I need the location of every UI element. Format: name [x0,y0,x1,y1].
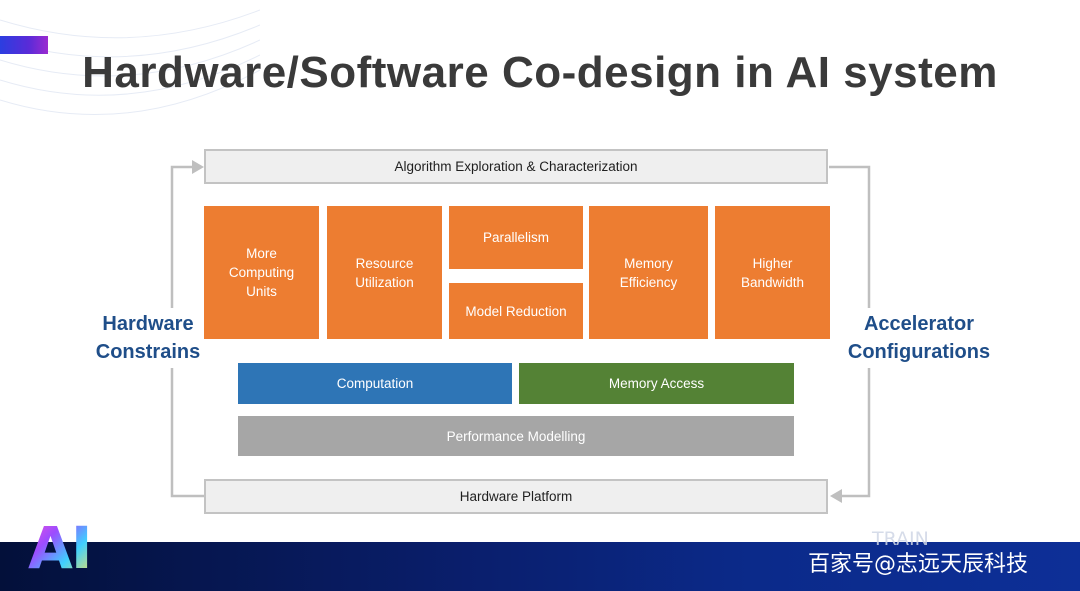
computation-bar: Computation [238,363,512,404]
slide-title: Hardware/Software Co-design in AI system [82,48,998,97]
higher-bandwidth-block: Higher Bandwidth [715,206,830,339]
memory-efficiency-block: Memory Efficiency [589,206,708,339]
hardware-constrains-line1: Hardware [102,313,194,335]
title-accent-bar [0,36,48,54]
memory-access-bar: Memory Access [519,363,794,404]
accelerator-configurations-line1: Accelerator [863,313,975,335]
right-arrow-head [830,489,842,503]
accelerator-configurations-line2: Configurations [847,341,991,363]
hardware-constrains-line2: Constrains [95,341,201,363]
left-arrow-head [192,160,204,174]
resource-utilization-block: Resource Utilization [327,206,442,339]
accelerator-configurations-label: Accelerator Configurations [840,308,998,368]
model-reduction-block: Model Reduction [449,283,583,339]
ai-logo: AI [28,514,92,582]
watermark-baijiahao: 百家号@志远天辰科技 [808,552,1029,577]
hardware-constrains-label: Hardware Constrains [88,308,208,368]
parallelism-block: Parallelism [449,206,583,269]
performance-modelling-bar: Performance Modelling [238,416,794,456]
algorithm-exploration-box: Algorithm Exploration & Characterization [204,149,828,184]
more-computing-units-block: More Computing Units [204,206,319,339]
footer-band [0,542,1080,591]
watermark-train: TRAIN [872,528,929,550]
hardware-platform-box: Hardware Platform [204,479,828,514]
